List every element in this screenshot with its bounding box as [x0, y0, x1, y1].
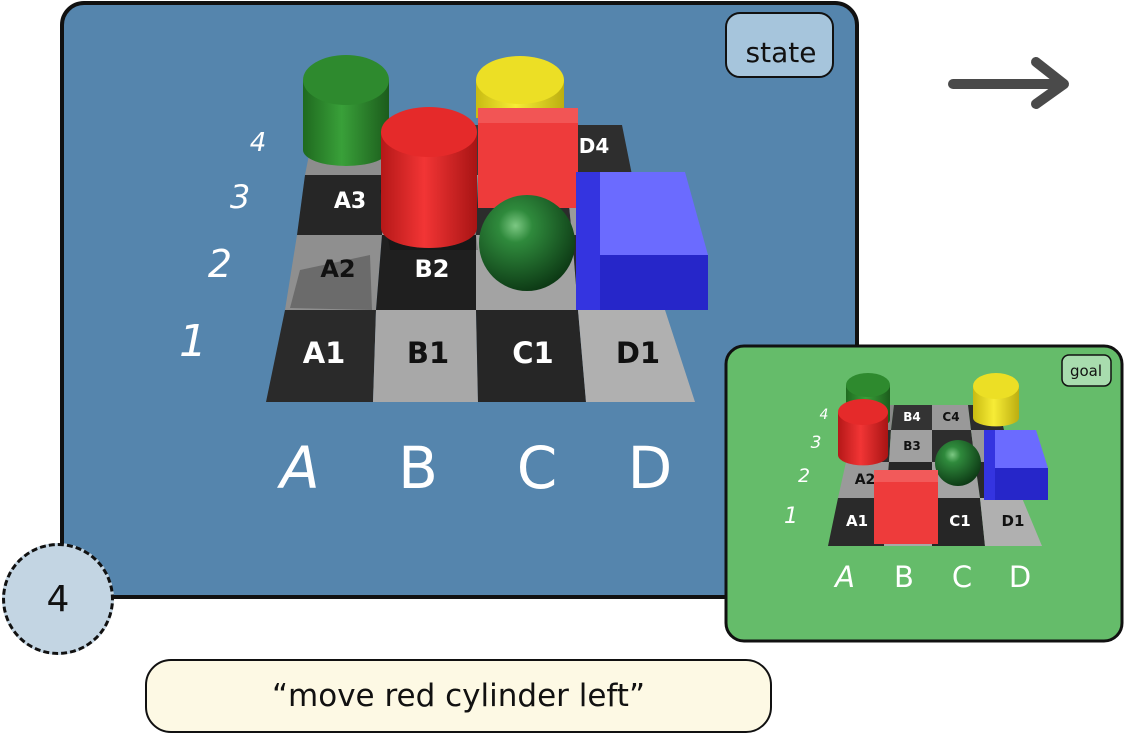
- row-label-4: 4: [820, 407, 829, 423]
- state-badge-label: state: [746, 36, 817, 69]
- col-label-C: C: [517, 434, 558, 502]
- instruction-text: “move red cylinder left”: [145, 659, 772, 733]
- col-label-A: A: [833, 560, 855, 594]
- state-panel: D4 A3 A2 B2 A1 B1 C1 D1: [60, 1, 859, 599]
- row-label-4: 4: [250, 128, 267, 158]
- col-label-B: B: [398, 434, 438, 502]
- cell-label-B1: B1: [407, 336, 449, 370]
- cell-label-C1: C1: [949, 512, 970, 530]
- cell-label-A2: A2: [320, 255, 355, 283]
- row-label-1: 1: [179, 316, 207, 367]
- green-sphere: [935, 440, 981, 486]
- tile-A1: [266, 310, 376, 402]
- row-label-1: 1: [784, 504, 798, 529]
- row-label-2: 2: [798, 465, 810, 487]
- cell-label-A1: A1: [303, 336, 346, 370]
- cell-label-C4: C4: [942, 410, 959, 424]
- tile-C1: [476, 310, 586, 402]
- cell-label-D4: D4: [579, 134, 610, 158]
- row-label-3: 3: [811, 433, 822, 453]
- goal-badge-label: goal: [1070, 362, 1102, 380]
- tile-D1: [980, 498, 1042, 546]
- goal-panel: B4 C4 B3 A2 A1 C1 D1 4 3: [724, 344, 1124, 643]
- col-label-D: D: [628, 434, 673, 502]
- green-cylinder: [303, 55, 389, 166]
- red-cylinder: [838, 399, 888, 466]
- cell-label-D1: D1: [616, 336, 660, 370]
- blue-cube: [576, 172, 708, 310]
- cell-label-B4: B4: [903, 410, 921, 424]
- yellow-cylinder: [973, 373, 1019, 427]
- red-cylinder: [381, 107, 477, 248]
- tile-B1: [373, 310, 478, 402]
- cell-label-A3: A3: [334, 189, 366, 214]
- col-label-B: B: [894, 560, 914, 594]
- cell-label-A2: A2: [855, 472, 876, 488]
- red-cube: [874, 470, 938, 544]
- tile-D1: [578, 310, 695, 402]
- shadow: [290, 255, 372, 310]
- goal-badge: [1061, 354, 1112, 387]
- row-label-2: 2: [208, 242, 232, 286]
- tile-A2: [285, 235, 382, 310]
- tile-B4: [891, 405, 932, 430]
- cell-label-B2: B2: [415, 255, 450, 283]
- cell-label-B3: B3: [903, 439, 921, 453]
- col-label-D: D: [1009, 560, 1031, 594]
- state-badge: [725, 12, 834, 78]
- col-label-A: A: [276, 434, 320, 502]
- cell-label-D1: D1: [1002, 512, 1025, 530]
- cell-label-A1: A1: [846, 512, 868, 530]
- red-cube: [478, 108, 578, 208]
- row-label-3: 3: [230, 178, 250, 216]
- green-sphere: [479, 195, 575, 291]
- step-number: 4: [2, 543, 114, 655]
- tile-A3: [297, 175, 388, 235]
- col-label-C: C: [952, 560, 972, 594]
- tile-B2: [376, 235, 476, 310]
- tile-A1: [828, 498, 886, 546]
- tile-C4: [932, 405, 971, 430]
- blue-cube: [984, 430, 1048, 500]
- cell-label-C1: C1: [512, 336, 553, 370]
- right-arrow-icon: [948, 57, 1069, 109]
- tile-C1: [932, 498, 985, 546]
- tile-B3: [889, 430, 932, 462]
